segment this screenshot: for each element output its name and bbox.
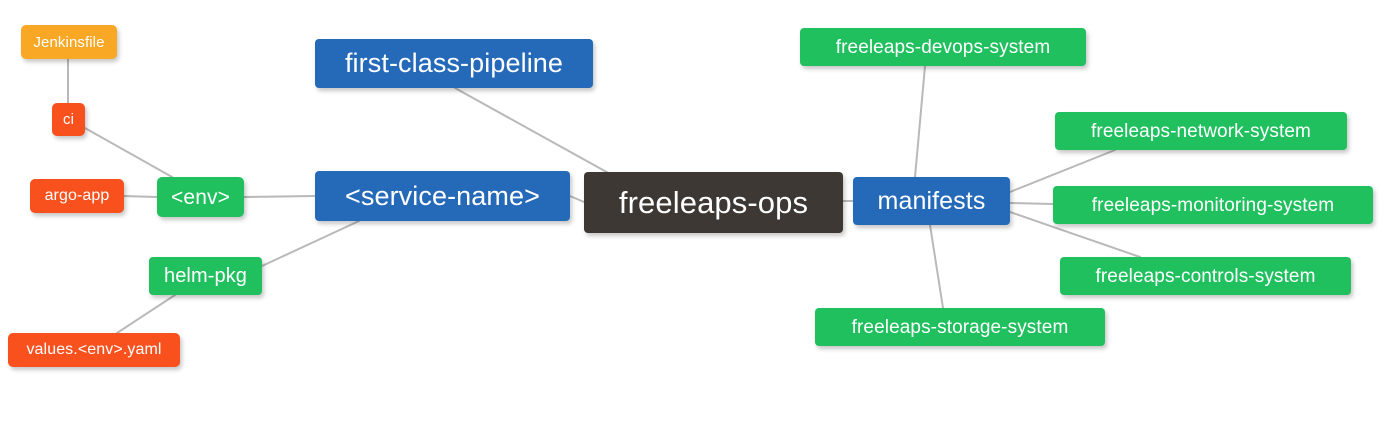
edge-manifests-to-freeleaps-devops-system — [914, 65, 926, 178]
node-first-class-pipeline[interactable]: first-class-pipeline — [315, 39, 593, 88]
node-label-freeleaps-monitoring-system: freeleaps-monitoring-system — [1091, 194, 1335, 216]
node-label-values-env-yaml: values.<env>.yaml — [26, 341, 162, 358]
edge-freeleaps-ops-to-service-name — [569, 195, 585, 203]
edge-env-to-ci — [84, 127, 173, 178]
node-label-argo-app: argo-app — [44, 187, 110, 204]
node-freeleaps-network-system[interactable]: freeleaps-network-system — [1055, 112, 1347, 150]
node-values-env-yaml[interactable]: values.<env>.yaml — [8, 333, 180, 367]
edge-env-to-argo-app — [123, 195, 158, 198]
node-argo-app[interactable]: argo-app — [30, 179, 124, 213]
node-env[interactable]: <env> — [157, 177, 244, 217]
node-label-freeleaps-controls-system: freeleaps-controls-system — [1095, 265, 1316, 287]
node-label-manifests: manifests — [877, 186, 986, 215]
node-label-service-name: <service-name> — [345, 180, 540, 211]
node-label-env: <env> — [171, 185, 230, 209]
node-label-first-class-pipeline: first-class-pipeline — [344, 48, 564, 78]
node-manifests[interactable]: manifests — [853, 177, 1010, 225]
edge-service-name-to-helm-pkg — [261, 220, 360, 267]
node-jenkinsfile[interactable]: Jenkinsfile — [21, 25, 117, 59]
node-freeleaps-storage-system[interactable]: freeleaps-storage-system — [815, 308, 1105, 346]
node-freeleaps-monitoring-system[interactable]: freeleaps-monitoring-system — [1053, 186, 1373, 224]
node-freeleaps-devops-system[interactable]: freeleaps-devops-system — [800, 28, 1086, 66]
node-label-freeleaps-network-system: freeleaps-network-system — [1091, 120, 1311, 142]
edge-manifests-to-freeleaps-monitoring-system — [1009, 202, 1054, 205]
edge-service-name-to-env — [243, 195, 316, 198]
node-label-freeleaps-ops: freeleaps-ops — [618, 185, 809, 220]
edge-manifests-to-freeleaps-storage-system — [929, 224, 944, 309]
node-ci[interactable]: ci — [52, 103, 85, 136]
edge-freeleaps-ops-to-first-class-pipeline — [454, 87, 613, 176]
node-helm-pkg[interactable]: helm-pkg — [149, 257, 262, 295]
node-freeleaps-controls-system[interactable]: freeleaps-controls-system — [1060, 257, 1351, 295]
node-label-freeleaps-devops-system: freeleaps-devops-system — [835, 36, 1051, 58]
node-label-ci: ci — [62, 111, 75, 128]
node-label-freeleaps-storage-system: freeleaps-storage-system — [851, 316, 1069, 338]
edge-helm-pkg-to-values-env-yaml — [116, 294, 176, 334]
node-service-name[interactable]: <service-name> — [315, 171, 570, 221]
node-label-helm-pkg: helm-pkg — [163, 265, 248, 287]
node-label-jenkinsfile: Jenkinsfile — [33, 33, 105, 51]
node-freeleaps-ops[interactable]: freeleaps-ops — [584, 172, 843, 233]
